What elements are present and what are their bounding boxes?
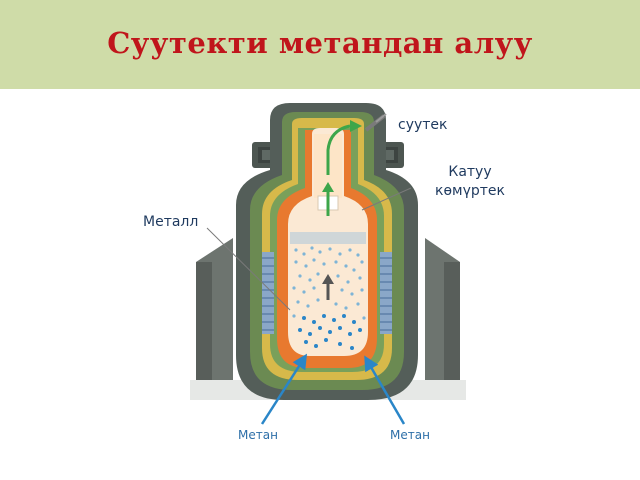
carbon-label: Катуу көмүртек: [414, 163, 526, 201]
methane-label-left: Метан: [238, 428, 278, 442]
metal-label: Металл: [143, 213, 198, 232]
left-support: [196, 238, 233, 398]
carbon-label-line1: Катуу: [414, 163, 526, 182]
catalyst-top: [290, 232, 366, 244]
right-support: [425, 238, 460, 398]
methane-label-right: Метан: [390, 428, 430, 442]
carbon-label-line2: көмүртек: [414, 182, 526, 201]
hydrogen-label: суутек: [398, 116, 448, 135]
